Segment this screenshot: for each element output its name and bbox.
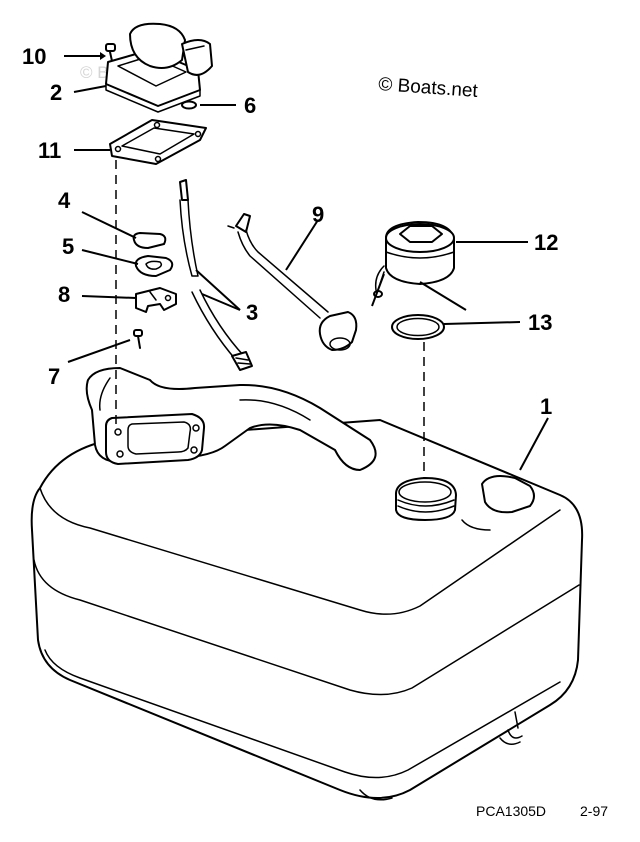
callout-2: 2 bbox=[50, 80, 62, 105]
callout-7: 7 bbox=[48, 364, 60, 389]
tube-part-3 bbox=[179, 179, 253, 371]
o-ring-part-13 bbox=[391, 314, 445, 340]
callout-4: 4 bbox=[58, 188, 71, 213]
callout-5: 5 bbox=[62, 234, 74, 259]
callout-8: 8 bbox=[58, 282, 70, 307]
clip-part-4 bbox=[132, 232, 167, 249]
gasket-part-11 bbox=[109, 119, 207, 165]
seal-part-5 bbox=[134, 255, 174, 277]
screw-part-7 bbox=[133, 329, 143, 349]
callout-3: 3 bbox=[246, 300, 258, 325]
filler-cap-part-12 bbox=[373, 221, 455, 298]
copyright-notice: © Boats.net bbox=[378, 74, 479, 102]
callout-6: 6 bbox=[244, 93, 256, 118]
o-ring-part-6 bbox=[181, 100, 197, 110]
callout-10: 10 bbox=[22, 44, 46, 69]
drawing-code: PCA1305D bbox=[476, 803, 546, 819]
callout-12: 12 bbox=[534, 230, 558, 255]
fuel-tank bbox=[30, 367, 584, 801]
callout-1: 1 bbox=[540, 394, 552, 419]
revision-code: 2-97 bbox=[580, 803, 608, 819]
bracket-part-8 bbox=[135, 287, 177, 313]
leader-lines bbox=[64, 52, 549, 471]
float-arm-part-9 bbox=[227, 213, 358, 351]
gauge-head-part-2 bbox=[105, 22, 213, 113]
callout-13: 13 bbox=[528, 310, 552, 335]
assembly-lines bbox=[115, 160, 425, 478]
callout-labels: 10 2 6 11 4 9 5 12 8 3 13 7 1 bbox=[22, 44, 558, 419]
callout-11: 11 bbox=[38, 138, 61, 163]
callout-9: 9 bbox=[312, 202, 324, 227]
